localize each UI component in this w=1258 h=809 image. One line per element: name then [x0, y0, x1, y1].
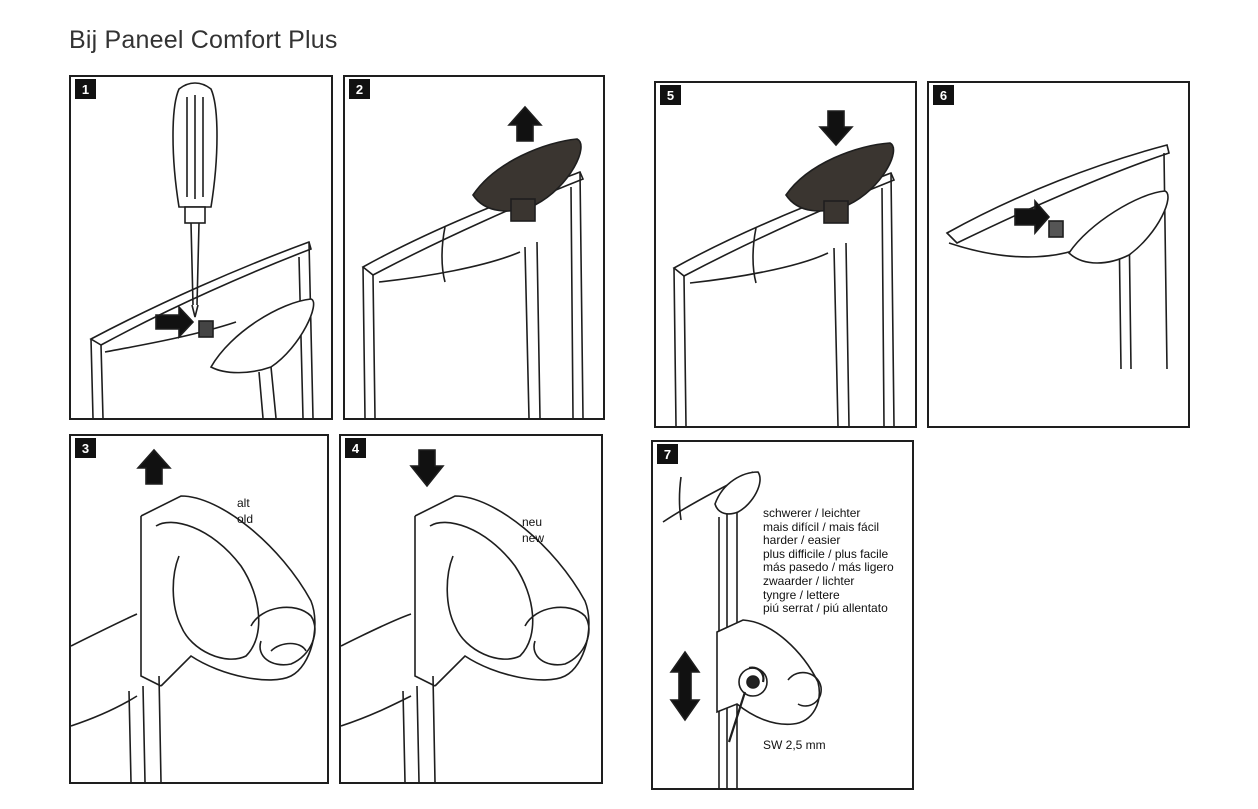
- step-2-panel: 2: [343, 75, 605, 420]
- step-3-illustration: [71, 448, 316, 782]
- step-4-panel: 4 neu new: [339, 434, 603, 784]
- tension-instructions: schwerer / leichter mais difícil / mais …: [763, 506, 894, 616]
- wrench-size-label: SW 2,5 mm: [763, 738, 826, 752]
- tension-line: más pasedo / más ligero: [763, 560, 894, 575]
- tension-line: piú serrat / piú allentato: [763, 601, 888, 616]
- step-2-illustration: [361, 105, 585, 418]
- label-new-de: neu: [522, 515, 543, 529]
- step-1-illustration: [89, 82, 315, 418]
- step-3-panel: 3 alt old: [69, 434, 329, 784]
- step-4-illustration: [341, 449, 590, 782]
- step-4-badge: 4: [345, 438, 366, 458]
- tension-line: tyngre / lettere: [763, 587, 840, 602]
- label-old-en: old: [237, 512, 254, 526]
- step-2-badge: 2: [349, 79, 370, 99]
- step-7-illustration: [662, 471, 822, 788]
- tension-line: harder / easier: [763, 533, 841, 548]
- step-5-badge: 5: [660, 85, 681, 105]
- label-new-en: new: [522, 531, 545, 545]
- step-3-badge: 3: [75, 438, 96, 458]
- step-6-panel: 6: [927, 81, 1190, 428]
- step-7-panel: 7 schwerer / leichter mais difícil / mai…: [651, 440, 914, 790]
- step-6-badge: 6: [933, 85, 954, 105]
- step-5-illustration: [672, 110, 896, 426]
- label-old-de: alt: [237, 496, 250, 510]
- page-title: Bij Paneel Comfort Plus: [69, 26, 338, 54]
- tension-line: schwerer / leichter: [763, 506, 861, 520]
- step-1-badge: 1: [75, 79, 96, 99]
- step-1-panel: 1: [69, 75, 333, 420]
- tension-line: zwaarder / lichter: [763, 573, 855, 588]
- tension-line: plus difficile / plus facile: [763, 546, 889, 561]
- step-7-badge: 7: [657, 444, 678, 464]
- step-6-illustration: [945, 144, 1170, 370]
- step-5-panel: 5: [654, 81, 917, 428]
- tension-line: mais difícil / mais fácil: [763, 519, 880, 534]
